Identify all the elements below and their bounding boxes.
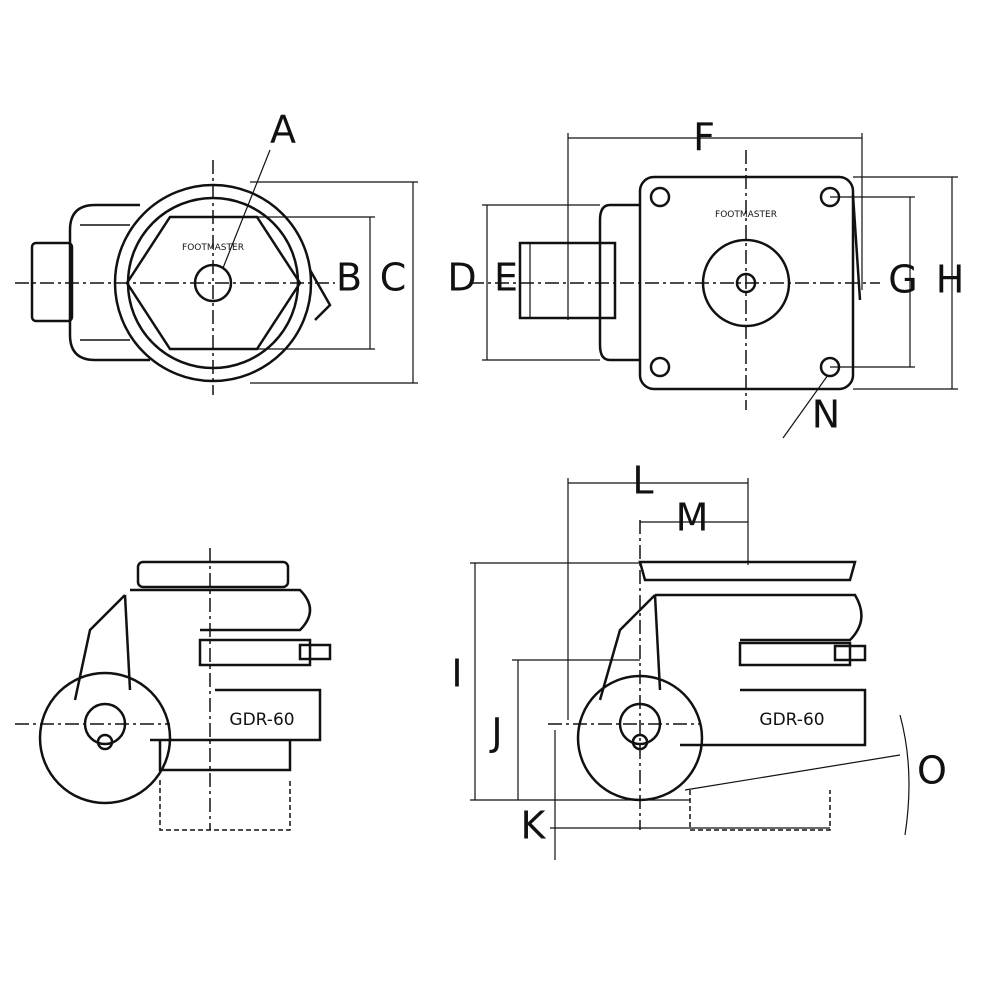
label-g: G <box>888 258 917 302</box>
brand-text-top-view: FOOTMASTER <box>182 243 244 253</box>
side-view-right: GDR-60 <box>470 478 910 860</box>
side-view-left: GDR-60 <box>15 548 332 831</box>
label-m: M <box>676 496 709 540</box>
label-d: D <box>447 256 476 300</box>
model-text-left: GDR-60 <box>229 710 294 730</box>
label-c: C <box>380 256 407 300</box>
label-l: L <box>632 459 653 503</box>
top-view-left: FOOTMASTER <box>15 149 418 395</box>
label-o: O <box>917 749 947 793</box>
top-view-right: FOOTMASTER <box>470 133 958 439</box>
brand-text-plate: FOOTMASTER <box>715 210 777 220</box>
label-k: K <box>521 804 547 848</box>
label-a: A <box>270 108 296 152</box>
label-e: E <box>494 256 518 300</box>
label-i: I <box>451 652 462 696</box>
label-n: N <box>812 393 840 437</box>
label-j: J <box>489 711 502 755</box>
label-b: B <box>336 256 362 300</box>
label-f: F <box>693 116 715 160</box>
label-h: H <box>936 258 965 302</box>
model-text-right: GDR-60 <box>759 710 824 730</box>
